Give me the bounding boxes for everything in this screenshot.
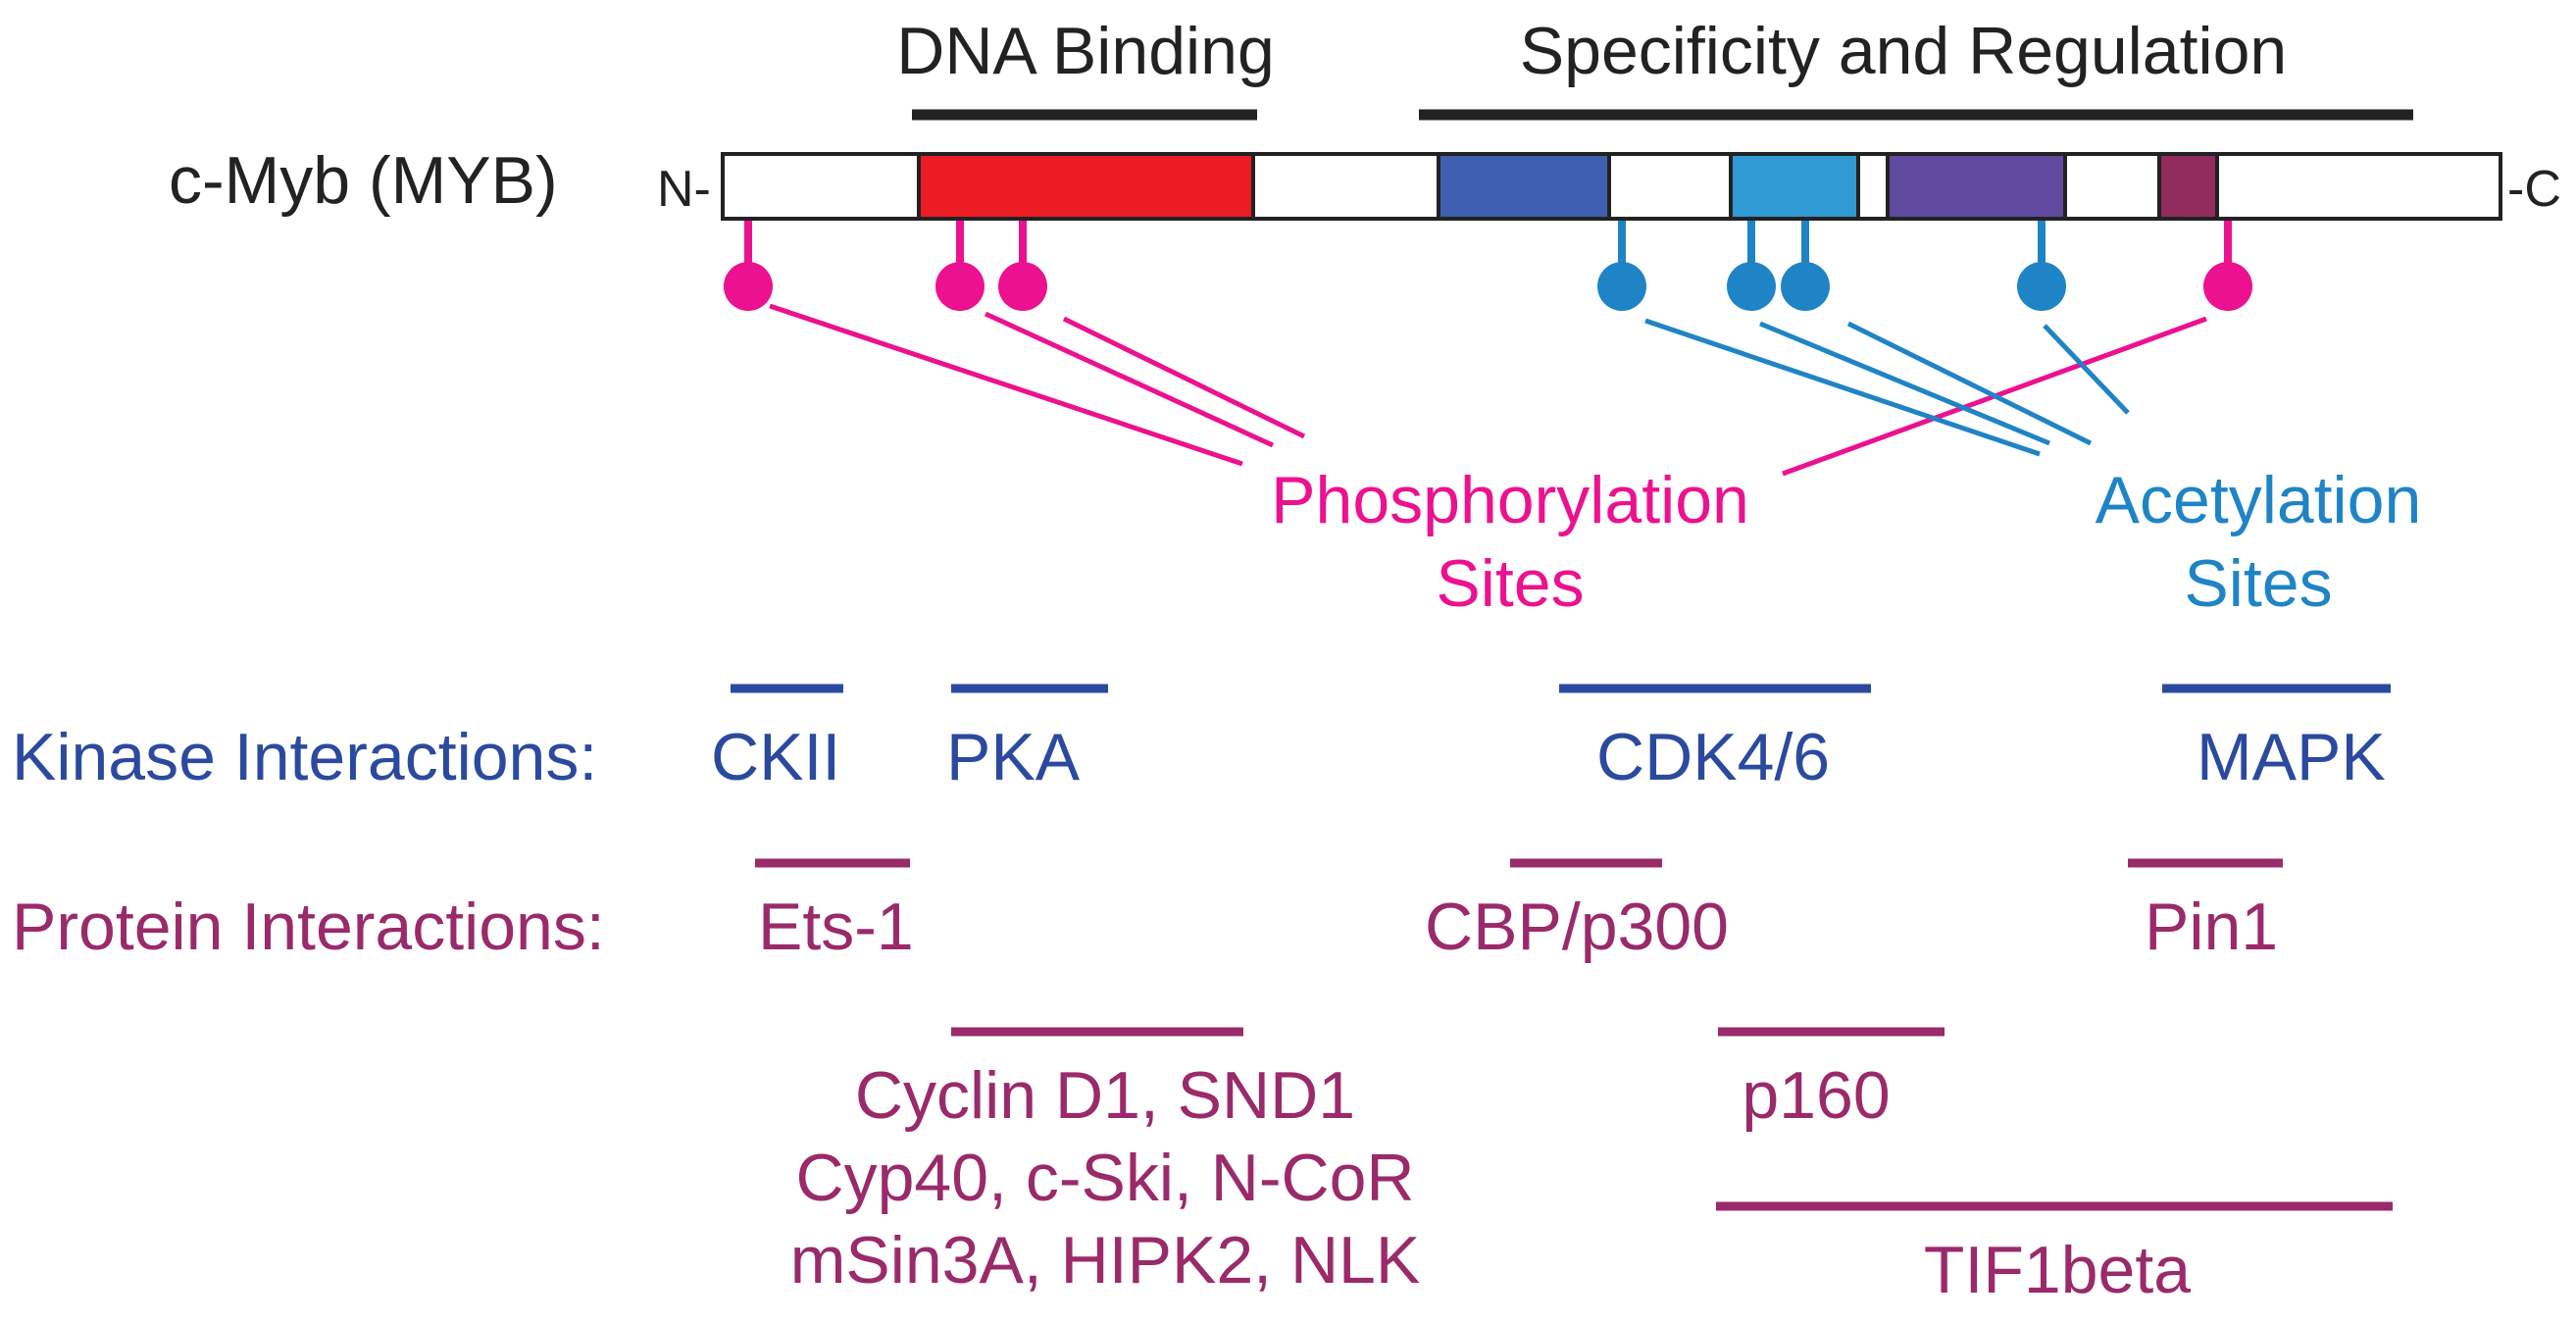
- kinase-pka: PKA: [946, 720, 1081, 794]
- regulatory-domain-1: [1437, 152, 1611, 221]
- kinase-cdk46: CDK4/6: [1596, 720, 1830, 794]
- pi-cyclin-line1: Cyclin D1, SND1: [855, 1058, 1355, 1133]
- pi-cbp-p300: CBP/p300: [1425, 890, 1729, 964]
- specificity-label: Specificity and Regulation: [1520, 14, 2287, 88]
- kinase-ckii: CKII: [711, 720, 840, 794]
- pi-tif1beta: TIF1beta: [1924, 1233, 2191, 1307]
- pi-p160: p160: [1742, 1058, 1890, 1133]
- acetyl-site-1: [1597, 221, 1646, 311]
- protein-name: c-Myb (MYB): [169, 143, 558, 218]
- regulatory-domain-2: [1729, 152, 1860, 221]
- acetyl-label-line1: Acetylation: [2096, 463, 2422, 537]
- pi-cyclin-line3: mSin3A, HIPK2, NLK: [790, 1223, 1420, 1298]
- phospho-site-3: [998, 221, 1047, 311]
- regulatory-domain-4: [2157, 152, 2219, 221]
- acetyl-site-3: [1781, 221, 1830, 311]
- phospho-label-line1: Phosphorylation: [1271, 463, 1749, 537]
- regulatory-domain-3: [1886, 152, 2067, 221]
- phospho-label-line2: Sites: [1436, 546, 1584, 621]
- phospho-site-4: [2203, 221, 2252, 311]
- kinase-mapk: MAPK: [2197, 720, 2386, 794]
- c-terminus-label: -C: [2507, 161, 2561, 218]
- phospho-site-1: [724, 221, 773, 311]
- pi-pin1: Pin1: [2145, 890, 2278, 964]
- dna-binding-label: DNA Binding: [896, 14, 1275, 88]
- pi-cyclin-line2: Cyp40, c-Ski, N-CoR: [795, 1141, 1414, 1215]
- acetyl-site-2: [1727, 221, 1776, 311]
- acetyl-connectors: [1644, 318, 2130, 457]
- protein-interactions-heading: Protein Interactions:: [12, 890, 605, 964]
- acetyl-label-line2: Sites: [2184, 546, 2332, 621]
- pi-ets1: Ets-1: [758, 890, 914, 964]
- n-terminus-label: N-: [657, 161, 711, 218]
- dna-binding-domain: [917, 152, 1255, 221]
- phospho-site-2: [935, 221, 985, 311]
- phospho-connectors: [769, 303, 2207, 477]
- kinase-heading: Kinase Interactions:: [12, 720, 597, 794]
- acetyl-site-4: [2017, 221, 2066, 311]
